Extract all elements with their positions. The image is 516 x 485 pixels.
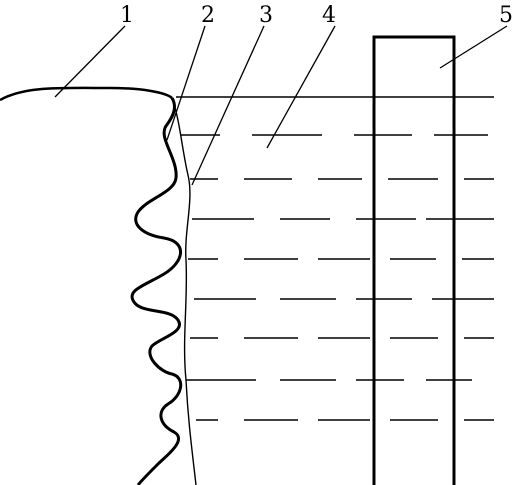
liquid-lines-4 <box>176 96 494 421</box>
label-5: 5 <box>499 3 513 28</box>
leader-line-1 <box>54 25 126 98</box>
leader-line-4 <box>266 25 336 149</box>
leader-lines <box>54 25 508 186</box>
leader-line-5 <box>439 25 508 69</box>
leader-line-3 <box>191 25 265 186</box>
label-1: 1 <box>120 3 134 28</box>
surface-curve-1 <box>0 86 173 102</box>
probe-rect-5 <box>372 35 456 485</box>
label-3: 3 <box>259 3 273 28</box>
thin-boundary-3 <box>171 97 197 485</box>
wavy-boundary-2 <box>130 97 183 485</box>
leader-line-2 <box>166 25 206 141</box>
label-2: 2 <box>201 3 215 28</box>
label-4: 4 <box>322 3 336 28</box>
